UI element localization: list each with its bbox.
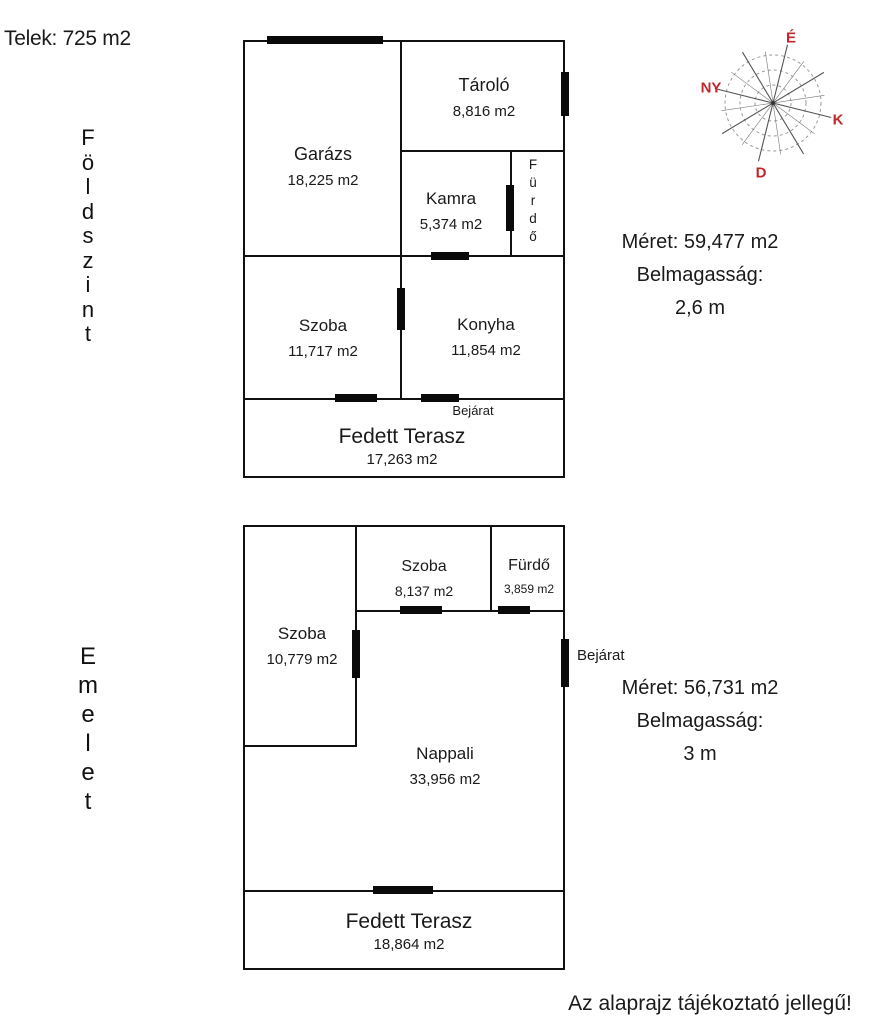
bejarat-door-marker [421,394,459,402]
szoba-terasz-door-marker [335,394,377,402]
room-label-kamra: Kamra 5,374 m2 [420,189,483,233]
upper-floor-info: Méret: 56,731 m2 Belmagasság: 3 m [622,672,779,771]
room-label-szoba-left: Szoba 10,779 m2 [267,624,338,668]
room-label-szoba-top: Szoba 8,137 m2 [395,558,453,599]
ground-floor-plan: Garázs 18,225 m2 Tároló 8,816 m2 Kamra 5… [243,36,569,478]
tarolo-window-marker [561,72,569,116]
belmagassag-value: 2,6 m [674,297,726,319]
szoba-konyha-door-marker [397,288,405,330]
room-name: Tároló [458,75,510,95]
compass-rose: É NY K D [700,28,853,188]
szoba-left-door-marker [352,630,360,678]
room-label-furdo: Fürdő 3,859 m2 [504,557,554,596]
room-label-nappali: Nappali 33,956 m2 [410,744,481,788]
upper-floor-plan: Szoba 8,137 m2 Fürdő 3,859 m2 Szoba 10,7… [243,525,569,970]
kamra-door-marker [431,252,469,260]
room-area: 11,717 m2 [288,343,358,360]
title-letter: i [85,272,91,297]
title-letter: z [82,247,94,273]
title-letter: d [81,198,95,224]
szoba-top-door-marker [400,606,442,614]
title-letter: l [85,730,91,757]
meret-label: Méret: 56,731 m2 [621,677,779,699]
room-name: Fedett Terasz [338,425,466,448]
room-name-letter: r [530,193,536,208]
ground-floor-info: Méret: 59,477 m2 Belmagasság: 2,6 m [622,226,779,325]
title-letter: s [82,223,94,248]
compass-south-label: D [755,164,767,182]
belmagassag-label: Belmagasság: [636,264,764,286]
room-label-konyha: Konyha 11,854 m2 [451,315,521,359]
room-area: 5,374 m2 [419,216,483,233]
room-area: 18,864 m2 [373,936,445,953]
wall-middle [245,255,563,257]
title-letter: t [84,788,92,815]
wall-szoba-furdo [490,527,492,610]
title-letter: F [81,125,95,150]
room-name: Kamra [425,189,477,208]
room-area: 10,779 m2 [266,651,338,668]
room-area: 3,859 m2 [503,582,555,596]
title-letter: m [78,672,98,699]
compass-north-label: É [785,29,797,47]
nappali-terasz-door-marker [373,886,433,894]
title-letter: e [81,701,95,728]
room-name-letter: d [529,211,537,226]
room-name: Konyha [457,315,515,334]
ground-floor-title: F ö l d s z i n t [81,125,95,347]
wall-tarolo-bottom [400,150,563,152]
room-area: 18,225 m2 [287,172,359,189]
room-label-szoba: Szoba 11,717 m2 [288,316,358,360]
room-name: Szoba [401,558,447,575]
room-area: 17,263 m2 [366,451,438,468]
meret-label: Méret: 59,477 m2 [621,231,779,253]
title-letter: E [79,643,96,670]
room-name-letter: ü [529,175,537,190]
room-label-fedett-terasz: Fedett Terasz 18,864 m2 [346,910,473,953]
belmagassag-value: 3 m [683,743,717,765]
wall-szoba-left-bottom [245,745,357,747]
room-name: Fedett Terasz [345,910,473,933]
wall-terasz-top [245,398,563,400]
title-letter: e [81,759,95,786]
disclaimer-text: Az alaprajz tájékoztató jellegű! [568,992,852,1015]
plot-size-label: Telek: 725 m2 [4,27,131,50]
room-name: Fürdő [508,557,550,574]
room-label-tarolo: Tároló 8,816 m2 [453,75,516,120]
room-name: Szoba [277,624,327,643]
room-area: 8,816 m2 [452,103,516,120]
title-letter: ö [81,149,95,175]
room-label-furdo: F ü r d ő [529,156,537,246]
title-letter: t [84,321,92,346]
room-name: Nappali [416,744,474,763]
room-name-letter: F [528,157,538,172]
room-area: 33,956 m2 [409,771,481,788]
room-label-garazs: Garázs 18,225 m2 [288,144,359,189]
room-name: Garázs [293,144,353,164]
furdo-door-marker [506,185,514,231]
bejarat-label: Bejárat [452,403,494,418]
furdo-door-marker [498,606,530,614]
wall-top-rooms-bottom [355,610,563,612]
compass-west-label: NY [700,79,722,97]
wall-garazs-right [400,42,402,398]
room-name-letter: ő [529,229,537,244]
bejarat-label: Bejárat [577,647,625,664]
compass-east-label: K [832,111,844,129]
room-name: Szoba [298,316,348,335]
room-label-fedett-terasz: Fedett Terasz 17,263 m2 [339,425,466,468]
room-area: 8,137 m2 [394,583,454,599]
upper-floor-title: E m e l e t [78,642,98,816]
room-area: 11,854 m2 [451,342,521,359]
title-letter: n [81,296,95,322]
garage-door-marker [267,36,383,44]
bejarat-door-marker [561,639,569,687]
title-letter: l [85,174,91,199]
belmagassag-label: Belmagasság: [636,710,764,732]
compass-graphic [714,44,832,162]
